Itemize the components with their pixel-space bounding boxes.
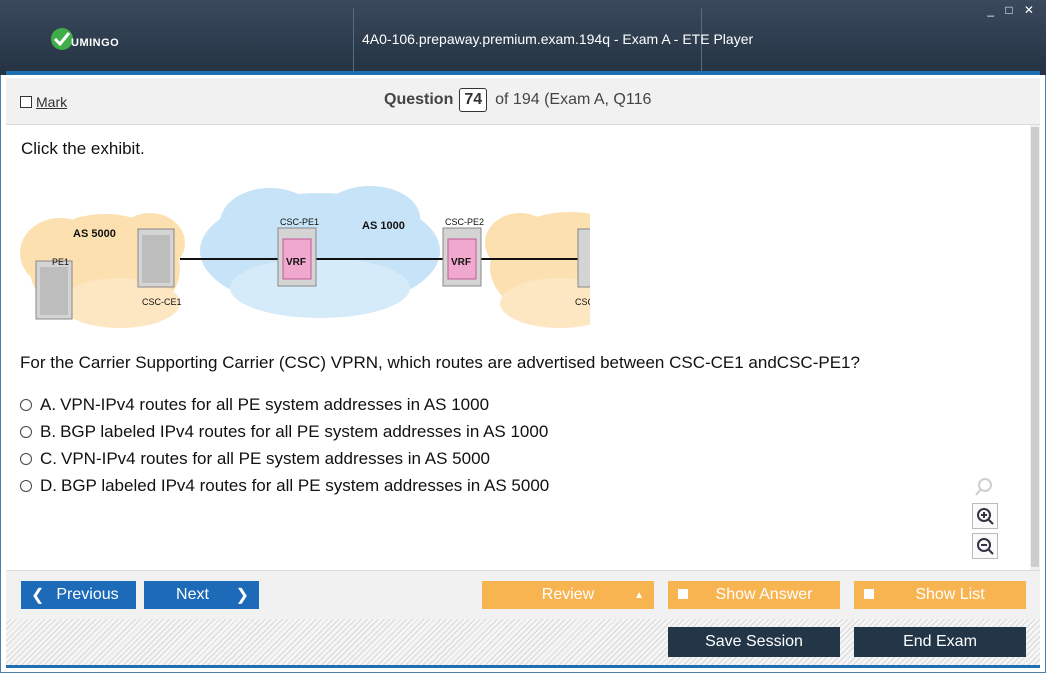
option-text: VPN-IPv4 routes for all PE system addres… — [60, 394, 490, 414]
navigation-toolbar: ❮ Previous Next ❯ Review ▲ Show Answer S… — [6, 570, 1040, 619]
window-title: 4A0-106.prepaway.premium.exam.194q - Exa… — [362, 31, 754, 47]
question-prompt: Click the exhibit. — [21, 139, 145, 158]
question-indicator: Question 74 of 194 (Exam A, Q116 — [384, 88, 651, 112]
zoom-in-button[interactable] — [972, 503, 998, 529]
next-label: Next — [176, 586, 209, 603]
previous-button[interactable]: ❮ Previous — [21, 581, 136, 609]
vumingo-logo-icon — [51, 28, 73, 50]
checkbox-icon[interactable] — [864, 589, 874, 599]
option-text: BGP labeled IPv4 routes for all PE syste… — [61, 475, 550, 495]
question-count: of 194 (Exam A, Q116 — [495, 91, 652, 108]
pe1-label: PE1 — [52, 257, 69, 267]
scrollbar-thumb[interactable] — [1031, 127, 1039, 567]
vertical-scrollbar[interactable] — [1030, 125, 1040, 570]
show-list-button[interactable]: Show List — [854, 581, 1026, 609]
bottom-bar: Save Session End Exam — [6, 619, 1040, 665]
csc-ce2-router-icon — [577, 228, 590, 288]
title-separator — [353, 8, 354, 72]
title-separator — [701, 8, 702, 72]
title-accent-line — [6, 71, 1040, 75]
as-left-label: AS 5000 — [73, 228, 116, 240]
radio-icon[interactable] — [20, 452, 32, 465]
answer-options: A. VPN-IPv4 routes for all PE system add… — [20, 391, 549, 499]
question-content: Click the exhibit. — [6, 125, 1030, 570]
csc-ce1-router-icon — [137, 228, 175, 288]
triangle-up-icon: ▲ — [634, 589, 644, 601]
save-session-button[interactable]: Save Session — [668, 627, 840, 657]
magnifier-icon — [975, 478, 992, 496]
radio-icon[interactable] — [20, 479, 32, 492]
logo-text: UMINGO — [71, 37, 120, 49]
radio-icon[interactable] — [20, 398, 32, 411]
option-key: C. — [40, 448, 57, 468]
previous-label: Previous — [56, 586, 119, 603]
question-number-input[interactable]: 74 — [459, 88, 488, 112]
option-text: BGP labeled IPv4 routes for all PE syste… — [60, 421, 549, 441]
csc-pe1-router-icon — [277, 227, 317, 287]
mark-checkbox[interactable]: Mark — [20, 94, 67, 110]
checkbox-icon[interactable] — [20, 96, 32, 108]
review-label: Review — [541, 586, 595, 603]
pe1-router-icon — [35, 260, 73, 320]
csc-ce2-label: CSC-CE2 — [575, 297, 590, 307]
chevron-left-icon: ❮ — [31, 587, 45, 604]
save-session-label: Save Session — [705, 633, 803, 650]
vrf-label: VRF — [451, 257, 471, 268]
question-label: Question — [384, 91, 454, 108]
option-key: A. — [40, 394, 57, 414]
zoom-reset-button[interactable] — [972, 475, 996, 499]
option-key: D. — [40, 475, 57, 495]
question-text: For the Carrier Supporting Carrier (CSC)… — [20, 353, 860, 372]
zoom-out-button[interactable] — [972, 533, 998, 559]
as5000-right-cloud — [485, 212, 590, 328]
question-header: Mark Question 74 of 194 (Exam A, Q116 — [6, 78, 1040, 125]
chevron-right-icon: ❯ — [235, 587, 249, 604]
option-c[interactable]: C. VPN-IPv4 routes for all PE system add… — [20, 445, 549, 472]
show-list-label: Show List — [915, 586, 985, 603]
show-answer-label: Show Answer — [715, 586, 813, 603]
checkbox-icon[interactable] — [678, 589, 688, 599]
zoom-controls — [972, 475, 1000, 563]
csc-pe1-label: CSC-PE1 — [280, 217, 319, 227]
as1000-cloud — [200, 186, 440, 318]
radio-icon[interactable] — [20, 425, 32, 438]
as-middle-label: AS 1000 — [362, 220, 405, 232]
option-d[interactable]: D. BGP labeled IPv4 routes for all PE sy… — [20, 472, 549, 499]
next-button[interactable]: Next ❯ — [144, 581, 259, 609]
option-key: B. — [40, 421, 57, 441]
network-exhibit-image[interactable]: AS 5000 PE1 CSC-CE1 CSC-PE1 VRF AS 1000 … — [20, 183, 590, 329]
bottom-accent-line — [6, 665, 1040, 668]
csc-pe2-label: CSC-PE2 — [445, 217, 484, 227]
end-exam-button[interactable]: End Exam — [854, 627, 1026, 657]
title-bar: UMINGO 4A0-106.prepaway.premium.exam.194… — [0, 0, 1046, 75]
csc-ce1-label: CSC-CE1 — [142, 297, 182, 307]
show-answer-button[interactable]: Show Answer — [668, 581, 840, 609]
option-text: VPN-IPv4 routes for all PE system addres… — [61, 448, 490, 468]
option-a[interactable]: A. VPN-IPv4 routes for all PE system add… — [20, 391, 549, 418]
end-exam-label: End Exam — [903, 633, 977, 650]
review-button[interactable]: Review ▲ — [482, 581, 654, 609]
window-controls[interactable]: _ □ ✕ — [987, 3, 1038, 17]
zoom-out-icon — [977, 538, 994, 555]
option-b[interactable]: B. BGP labeled IPv4 routes for all PE sy… — [20, 418, 549, 445]
vrf-label: VRF — [286, 257, 306, 268]
csc-pe2-router-icon — [442, 227, 482, 287]
zoom-in-icon — [977, 508, 994, 525]
mark-label: Mark — [36, 94, 68, 110]
